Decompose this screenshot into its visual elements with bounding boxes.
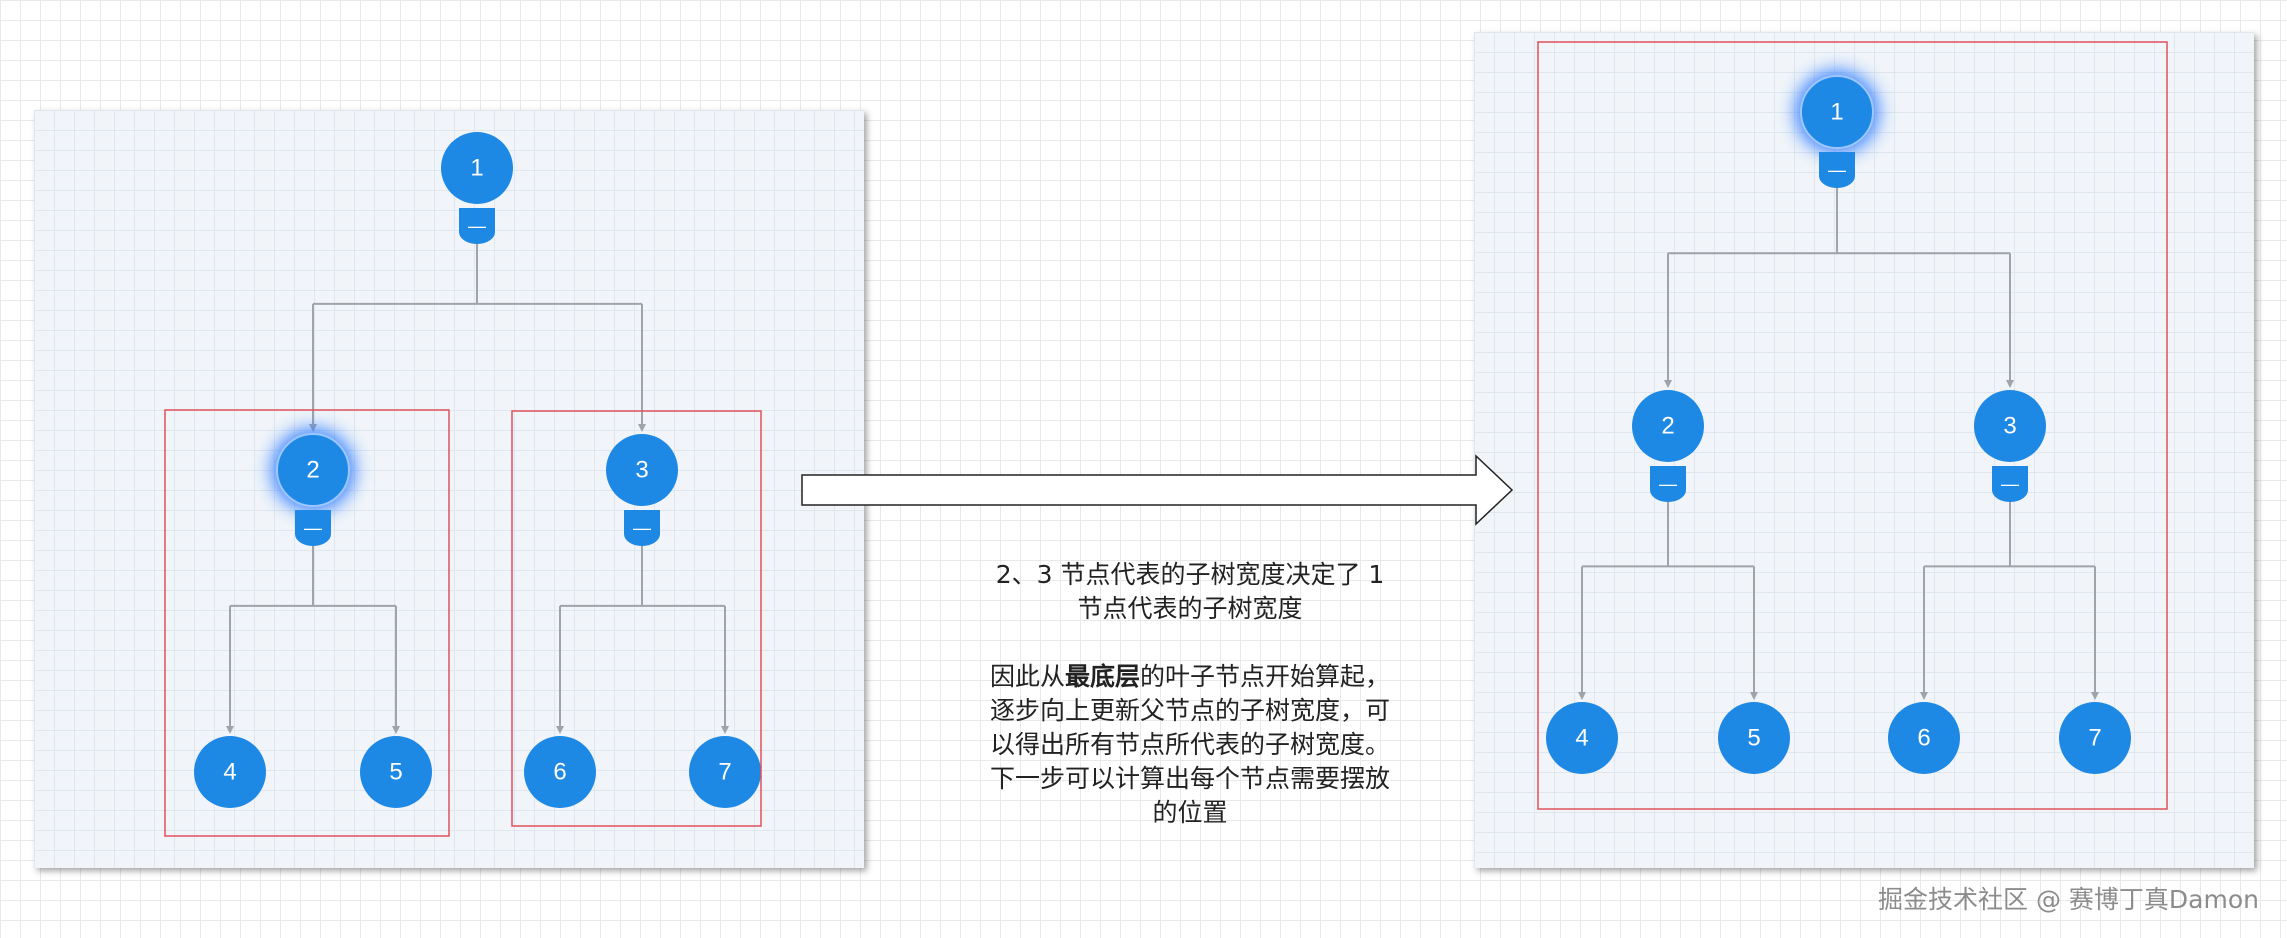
node-label: 3 <box>635 457 648 484</box>
left-node-2[interactable]: 2 <box>271 428 355 512</box>
toggle-shape <box>295 510 331 546</box>
toggle-shape <box>1992 466 2028 502</box>
node-circle <box>1974 390 2046 462</box>
node-circle <box>2059 702 2131 774</box>
left-node-4[interactable]: 4 <box>194 736 266 808</box>
node-circle <box>1888 702 1960 774</box>
explanation-caption: 2、3 节点代表的子树宽度决定了 1 节点代表的子树宽度 因此从最底层的叶子节点… <box>900 558 1480 830</box>
right-collapse-toggle-1[interactable]: — <box>1819 152 1855 188</box>
transition-arrow <box>801 454 1514 526</box>
node-circle <box>1546 702 1618 774</box>
right-node-4[interactable]: 4 <box>1546 702 1618 774</box>
node-label: 2 <box>306 457 319 484</box>
node-label: 6 <box>1917 725 1930 752</box>
left-node-5[interactable]: 5 <box>360 736 432 808</box>
right-node-6[interactable]: 6 <box>1888 702 1960 774</box>
watermark: 掘金技术社区 @ 赛博丁真Damon <box>1878 885 2259 914</box>
node-label: 2 <box>1661 413 1674 440</box>
minus-icon: — <box>304 518 322 538</box>
node-circle <box>524 736 596 808</box>
node-label: 7 <box>718 759 731 786</box>
right-node-7[interactable]: 7 <box>2059 702 2131 774</box>
emphasis-bottom-layer: 最底层 <box>1064 662 1140 691</box>
node-circle <box>606 434 678 506</box>
toggle-shape <box>459 208 495 244</box>
left-collapse-toggle-3[interactable]: — <box>624 510 660 546</box>
node-label: 1 <box>470 155 483 182</box>
toggle-shape <box>624 510 660 546</box>
node-circle <box>1718 702 1790 774</box>
node-circle <box>194 736 266 808</box>
node-circle <box>441 132 513 204</box>
caption-line: 的叶子节点开始算起， <box>1140 662 1391 691</box>
node-label: 4 <box>1575 725 1588 752</box>
subtree-2-highlight-box <box>164 409 450 837</box>
toggle-shape <box>1819 152 1855 188</box>
toggle-shape <box>1650 466 1686 502</box>
left-node-6[interactable]: 6 <box>524 736 596 808</box>
node-circle <box>689 736 761 808</box>
caption-line: 节点代表的子树宽度 <box>1077 594 1303 623</box>
right-tree: 1 — 2 — 3 — 4 5 6 7 <box>1546 70 2131 774</box>
node-label: 7 <box>2088 725 2101 752</box>
node-label: 3 <box>2003 413 2016 440</box>
node-circle <box>1800 75 1874 149</box>
right-node-2[interactable]: 2 <box>1632 390 1704 462</box>
left-node-1[interactable]: 1 <box>441 132 513 204</box>
node-label: 1 <box>1830 99 1843 126</box>
node-circle <box>276 433 350 507</box>
right-collapse-toggle-3[interactable]: — <box>1992 466 2028 502</box>
node-label: 5 <box>1747 725 1760 752</box>
caption-line: 下一步可以计算出每个节点需要摆放 <box>989 764 1390 793</box>
right-node-3[interactable]: 3 <box>1974 390 2046 462</box>
node-label: 5 <box>389 759 402 786</box>
minus-icon: — <box>633 518 651 538</box>
left-node-3[interactable]: 3 <box>606 434 678 506</box>
caption-line: 因此从 <box>989 662 1065 691</box>
left-node-7[interactable]: 7 <box>689 736 761 808</box>
caption-line: 逐步向上更新父节点的子树宽度，可 <box>989 696 1390 725</box>
left-collapse-toggle-2[interactable]: — <box>295 510 331 546</box>
whole-tree-highlight-box <box>1537 41 2168 810</box>
right-node-5[interactable]: 5 <box>1718 702 1790 774</box>
minus-icon: — <box>1828 160 1846 180</box>
node-circle <box>360 736 432 808</box>
minus-icon: — <box>1659 474 1677 494</box>
node-circle <box>1632 390 1704 462</box>
node-label: 4 <box>223 759 236 786</box>
minus-icon: — <box>468 216 486 236</box>
left-collapse-toggle-1[interactable]: — <box>459 208 495 244</box>
left-tree: 1 — 2 — 3 — 4 5 6 7 <box>194 132 761 808</box>
right-node-1[interactable]: 1 <box>1795 70 1879 154</box>
node-label: 6 <box>553 759 566 786</box>
caption-line: 的位置 <box>1152 798 1228 827</box>
caption-line: 以得出所有节点所代表的子树宽度。 <box>989 730 1390 759</box>
minus-icon: — <box>2001 474 2019 494</box>
caption-line: 2、3 节点代表的子树宽度决定了 1 <box>995 560 1385 589</box>
right-collapse-toggle-2[interactable]: — <box>1650 466 1686 502</box>
subtree-3-highlight-box <box>511 410 762 827</box>
